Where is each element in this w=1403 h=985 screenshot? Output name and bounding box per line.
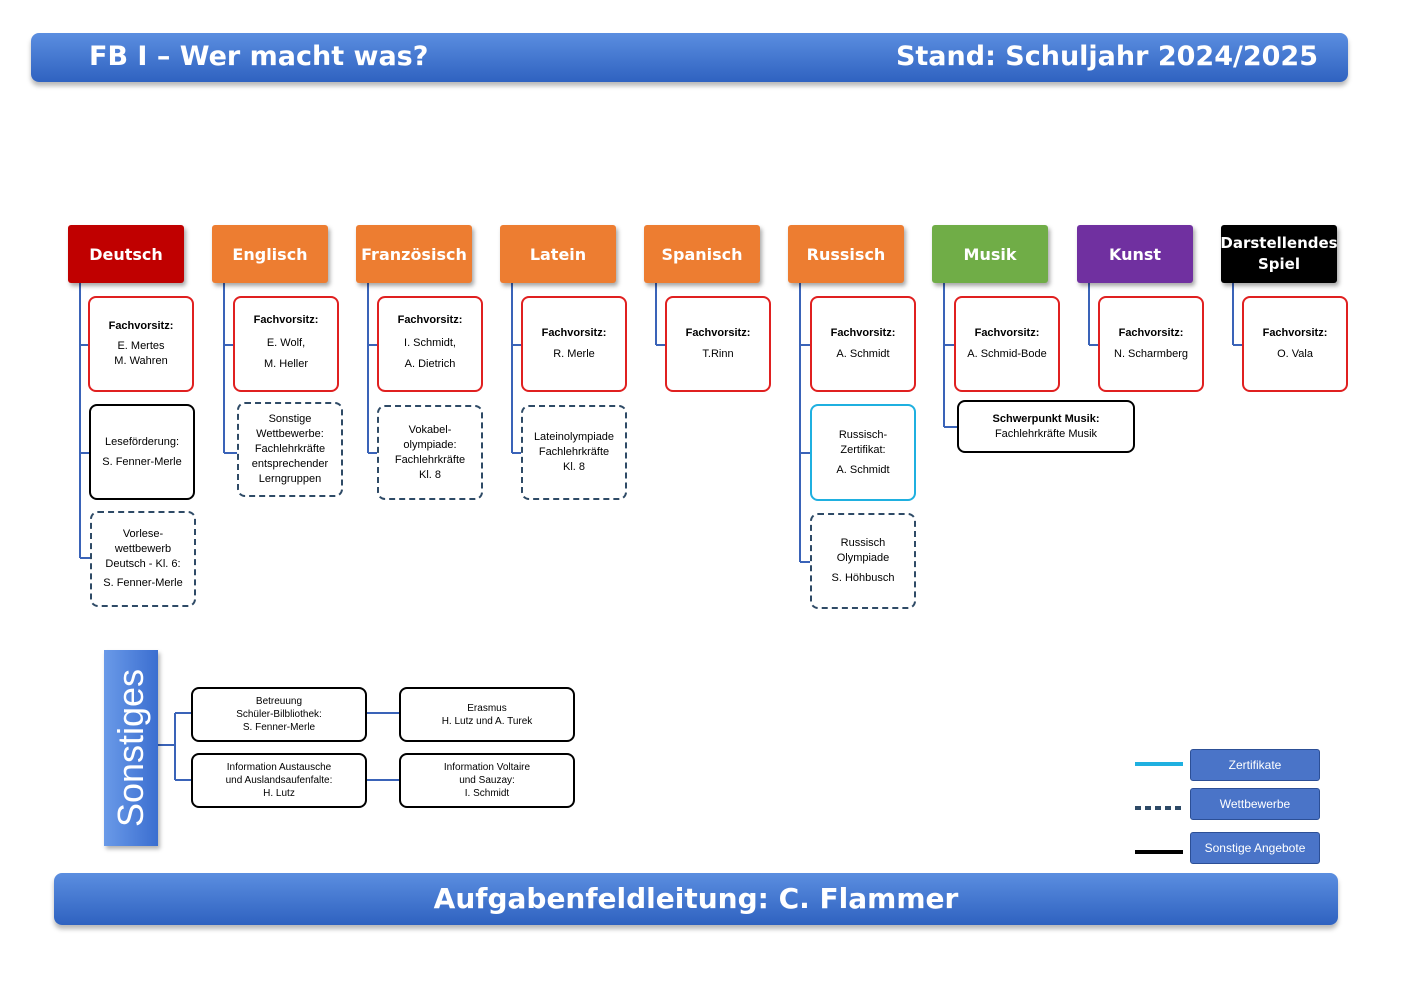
offer-russisch-olympiade: Russisch Olympiade S. Höhbusch [810, 513, 916, 609]
sonstiges-item-voltaire: Information Voltaire und Sauzay: I. Schm… [399, 753, 575, 808]
sonstiges-item-bibliothek: Betreuung Schüler-Bilbliothek: S. Fenner… [191, 687, 367, 742]
header-bar: FB I – Wer macht was? Stand: Schuljahr 2… [31, 33, 1348, 82]
chair-label: Fachvorsitz: [1118, 327, 1184, 339]
chair-label: Fachvorsitz: [830, 327, 896, 339]
sonstiges-item-text: Erasmus H. Lutz und A. Turek [441, 702, 533, 727]
subject-franzoesisch: Französisch [356, 225, 472, 283]
chair-label: Fachvorsitz: [253, 314, 319, 326]
page-title: FB I – Wer macht was? [89, 41, 429, 72]
chair-names: O. Vala [1277, 348, 1313, 360]
chair-names: R. Merle [553, 348, 595, 360]
offer-leseforderung: Leseförderung: S. Fenner-Merle [89, 404, 195, 500]
chair-box-musik: Fachvorsitz: A. Schmid-Bode [954, 296, 1060, 392]
sonstiges-item-text: Betreuung Schüler-Bilbliothek: S. Fenner… [236, 696, 322, 733]
subject-russisch: Russisch [788, 225, 904, 283]
sonstiges-item-erasmus: Erasmus H. Lutz und A. Turek [399, 687, 575, 742]
subject-latein: Latein [500, 225, 616, 283]
legend-zertifikate: Zertifikate [1190, 749, 1320, 781]
offer-label: Leseförderung: [105, 435, 179, 448]
subject-darstellendes-spiel: Darstellendes Spiel [1220, 225, 1338, 283]
offer-text: Sonstige Wettbewerbe: Fachlehrkräfte ent… [251, 413, 329, 485]
offer-person: S. Fenner-Merle [102, 455, 182, 468]
chair-label: Fachvorsitz: [685, 327, 751, 339]
offer-text: Lateinolympiade Fachlehrkräfte Kl. 8 [533, 431, 615, 473]
legend-sonstige-angebote: Sonstige Angebote [1190, 832, 1320, 864]
chair-box-kunst: Fachvorsitz: N. Scharmberg [1098, 296, 1204, 392]
chair-box-spanisch: Fachvorsitz: T.Rinn [665, 296, 771, 392]
chair-names: N. Scharmberg [1114, 348, 1188, 360]
chair-box-franzoesisch: Fachvorsitz: I. Schmidt, A. Dietrich [377, 296, 483, 392]
footer-text: Aufgabenfeldleitung: C. Flammer [433, 882, 959, 915]
sonstiges-item-text: Information Voltaire und Sauzay: I. Schm… [443, 762, 531, 799]
offer-person: Fachlehrkräfte Musik [994, 427, 1098, 440]
chair-label: Fachvorsitz: [397, 314, 463, 326]
offer-person: S. Fenner-Merle [103, 577, 183, 589]
offer-vokabelolympiade: Vokabel- olympiade: Fachlehrkräfte Kl. 8 [377, 405, 483, 500]
subject-englisch: Englisch [212, 225, 328, 283]
offer-person: S. Höhbusch [831, 572, 895, 584]
subject-musik: Musik [932, 225, 1048, 283]
offer-text: Vokabel- olympiade: Fachlehrkräfte Kl. 8 [394, 423, 466, 481]
legend-wettbewerbe: Wettbewerbe [1190, 788, 1320, 820]
offer-russisch-zertifikat: Russisch- Zertifikat: A. Schmidt [810, 404, 916, 501]
chair-box-russisch: Fachvorsitz: A. Schmidt [810, 296, 916, 392]
offer-vorlesewettbewerb: Vorlese- wettbewerb Deutsch - Kl. 6: S. … [90, 511, 196, 607]
subject-deutsch: Deutsch [68, 225, 184, 283]
sonstiges-item-austausche: Information Austausche und Auslandsaufen… [191, 753, 367, 808]
chair-box-englisch: Fachvorsitz: E. Wolf, M. Heller [233, 296, 339, 392]
chair-label: Fachvorsitz: [974, 327, 1040, 339]
offer-person: A. Schmidt [836, 463, 890, 476]
sonstiges-item-text: Information Austausche und Auslandsaufen… [225, 762, 333, 799]
chair-box-deutsch: Fachvorsitz: E. Mertes M. Wahren [88, 296, 194, 392]
chair-names: T.Rinn [702, 348, 734, 360]
chair-box-latein: Fachvorsitz: R. Merle [521, 296, 627, 392]
subject-kunst: Kunst [1077, 225, 1193, 283]
sonstiges-label-bar: Sonstiges [104, 650, 158, 846]
chair-label: Fachvorsitz: [108, 320, 174, 332]
chair-names: I. Schmidt, A. Dietrich [404, 337, 456, 370]
offer-schwerpunkt-musik: Schwerpunkt Musik: Fachlehrkräfte Musik [957, 400, 1135, 453]
chair-label: Fachvorsitz: [1262, 327, 1328, 339]
chair-names: E. Wolf, M. Heller [263, 337, 308, 370]
offer-label: Russisch Olympiade [836, 537, 890, 564]
chair-names: E. Mertes M. Wahren [114, 340, 168, 367]
sonstiges-title: Sonstiges [110, 668, 151, 828]
subject-spanisch: Spanisch [644, 225, 760, 283]
status-text: Stand: Schuljahr 2024/2025 [895, 41, 1318, 72]
offer-sonstige-wettbewerbe: Sonstige Wettbewerbe: Fachlehrkräfte ent… [237, 402, 343, 497]
chair-box-darstellendes-spiel: Fachvorsitz: O. Vala [1242, 296, 1348, 392]
offer-label: Vorlese- wettbewerb Deutsch - Kl. 6: [105, 528, 181, 570]
chair-names: A. Schmid-Bode [967, 348, 1047, 360]
chair-names: A. Schmidt [836, 348, 890, 360]
offer-label: Russisch- Zertifikat: [838, 428, 888, 456]
offer-lateinolympiade: Lateinolympiade Fachlehrkräfte Kl. 8 [521, 405, 627, 500]
footer-bar: Aufgabenfeldleitung: C. Flammer [54, 873, 1338, 925]
offer-label: Schwerpunkt Musik: [992, 412, 1100, 425]
chair-label: Fachvorsitz: [541, 327, 607, 339]
